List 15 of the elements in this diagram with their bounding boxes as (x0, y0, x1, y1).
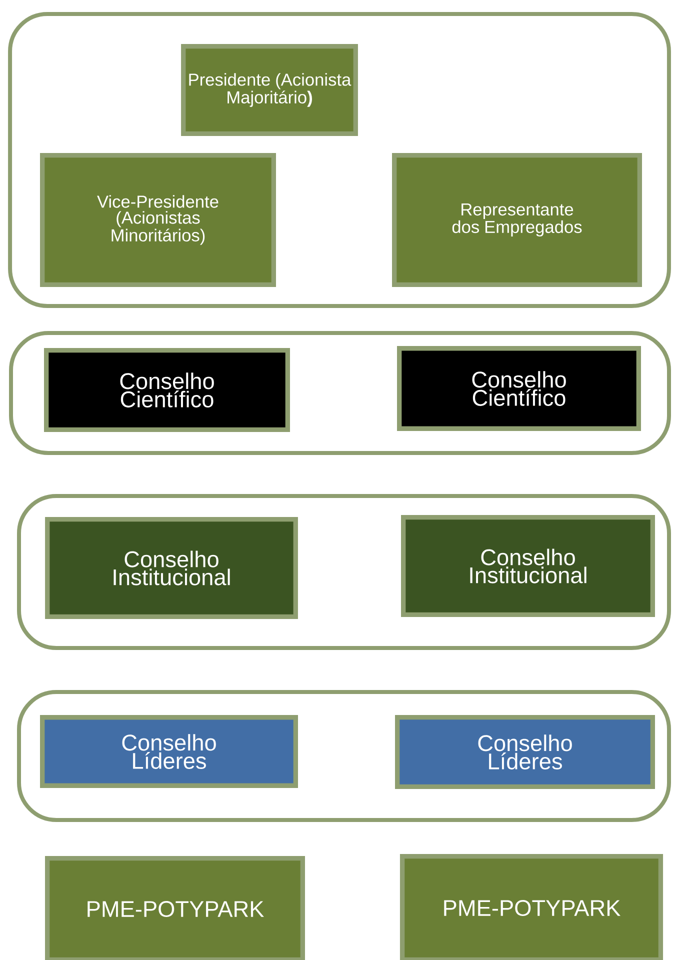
org-box: PME-POTYPARK (400, 854, 664, 960)
org-box: Conselho Científico (44, 348, 290, 432)
org-box: Conselho Líderes (395, 715, 655, 790)
group-frame (17, 494, 671, 650)
org-box: Conselho Institucional (401, 515, 655, 617)
org-box: Conselho Institucional (45, 517, 298, 619)
org-box: Conselho Líderes (40, 715, 298, 788)
org-box: Vice-Presidente (Acionistas Minoritários) (40, 153, 276, 287)
org-box: Representante dos Empregados (392, 153, 642, 287)
group-frame (8, 12, 671, 308)
org-box: PME-POTYPARK (45, 856, 305, 960)
org-box: Presidente (Acionista Majoritário) (181, 44, 358, 136)
org-box: Conselho Científico (397, 346, 641, 431)
group-frame (17, 690, 671, 822)
group-frame (9, 331, 671, 455)
